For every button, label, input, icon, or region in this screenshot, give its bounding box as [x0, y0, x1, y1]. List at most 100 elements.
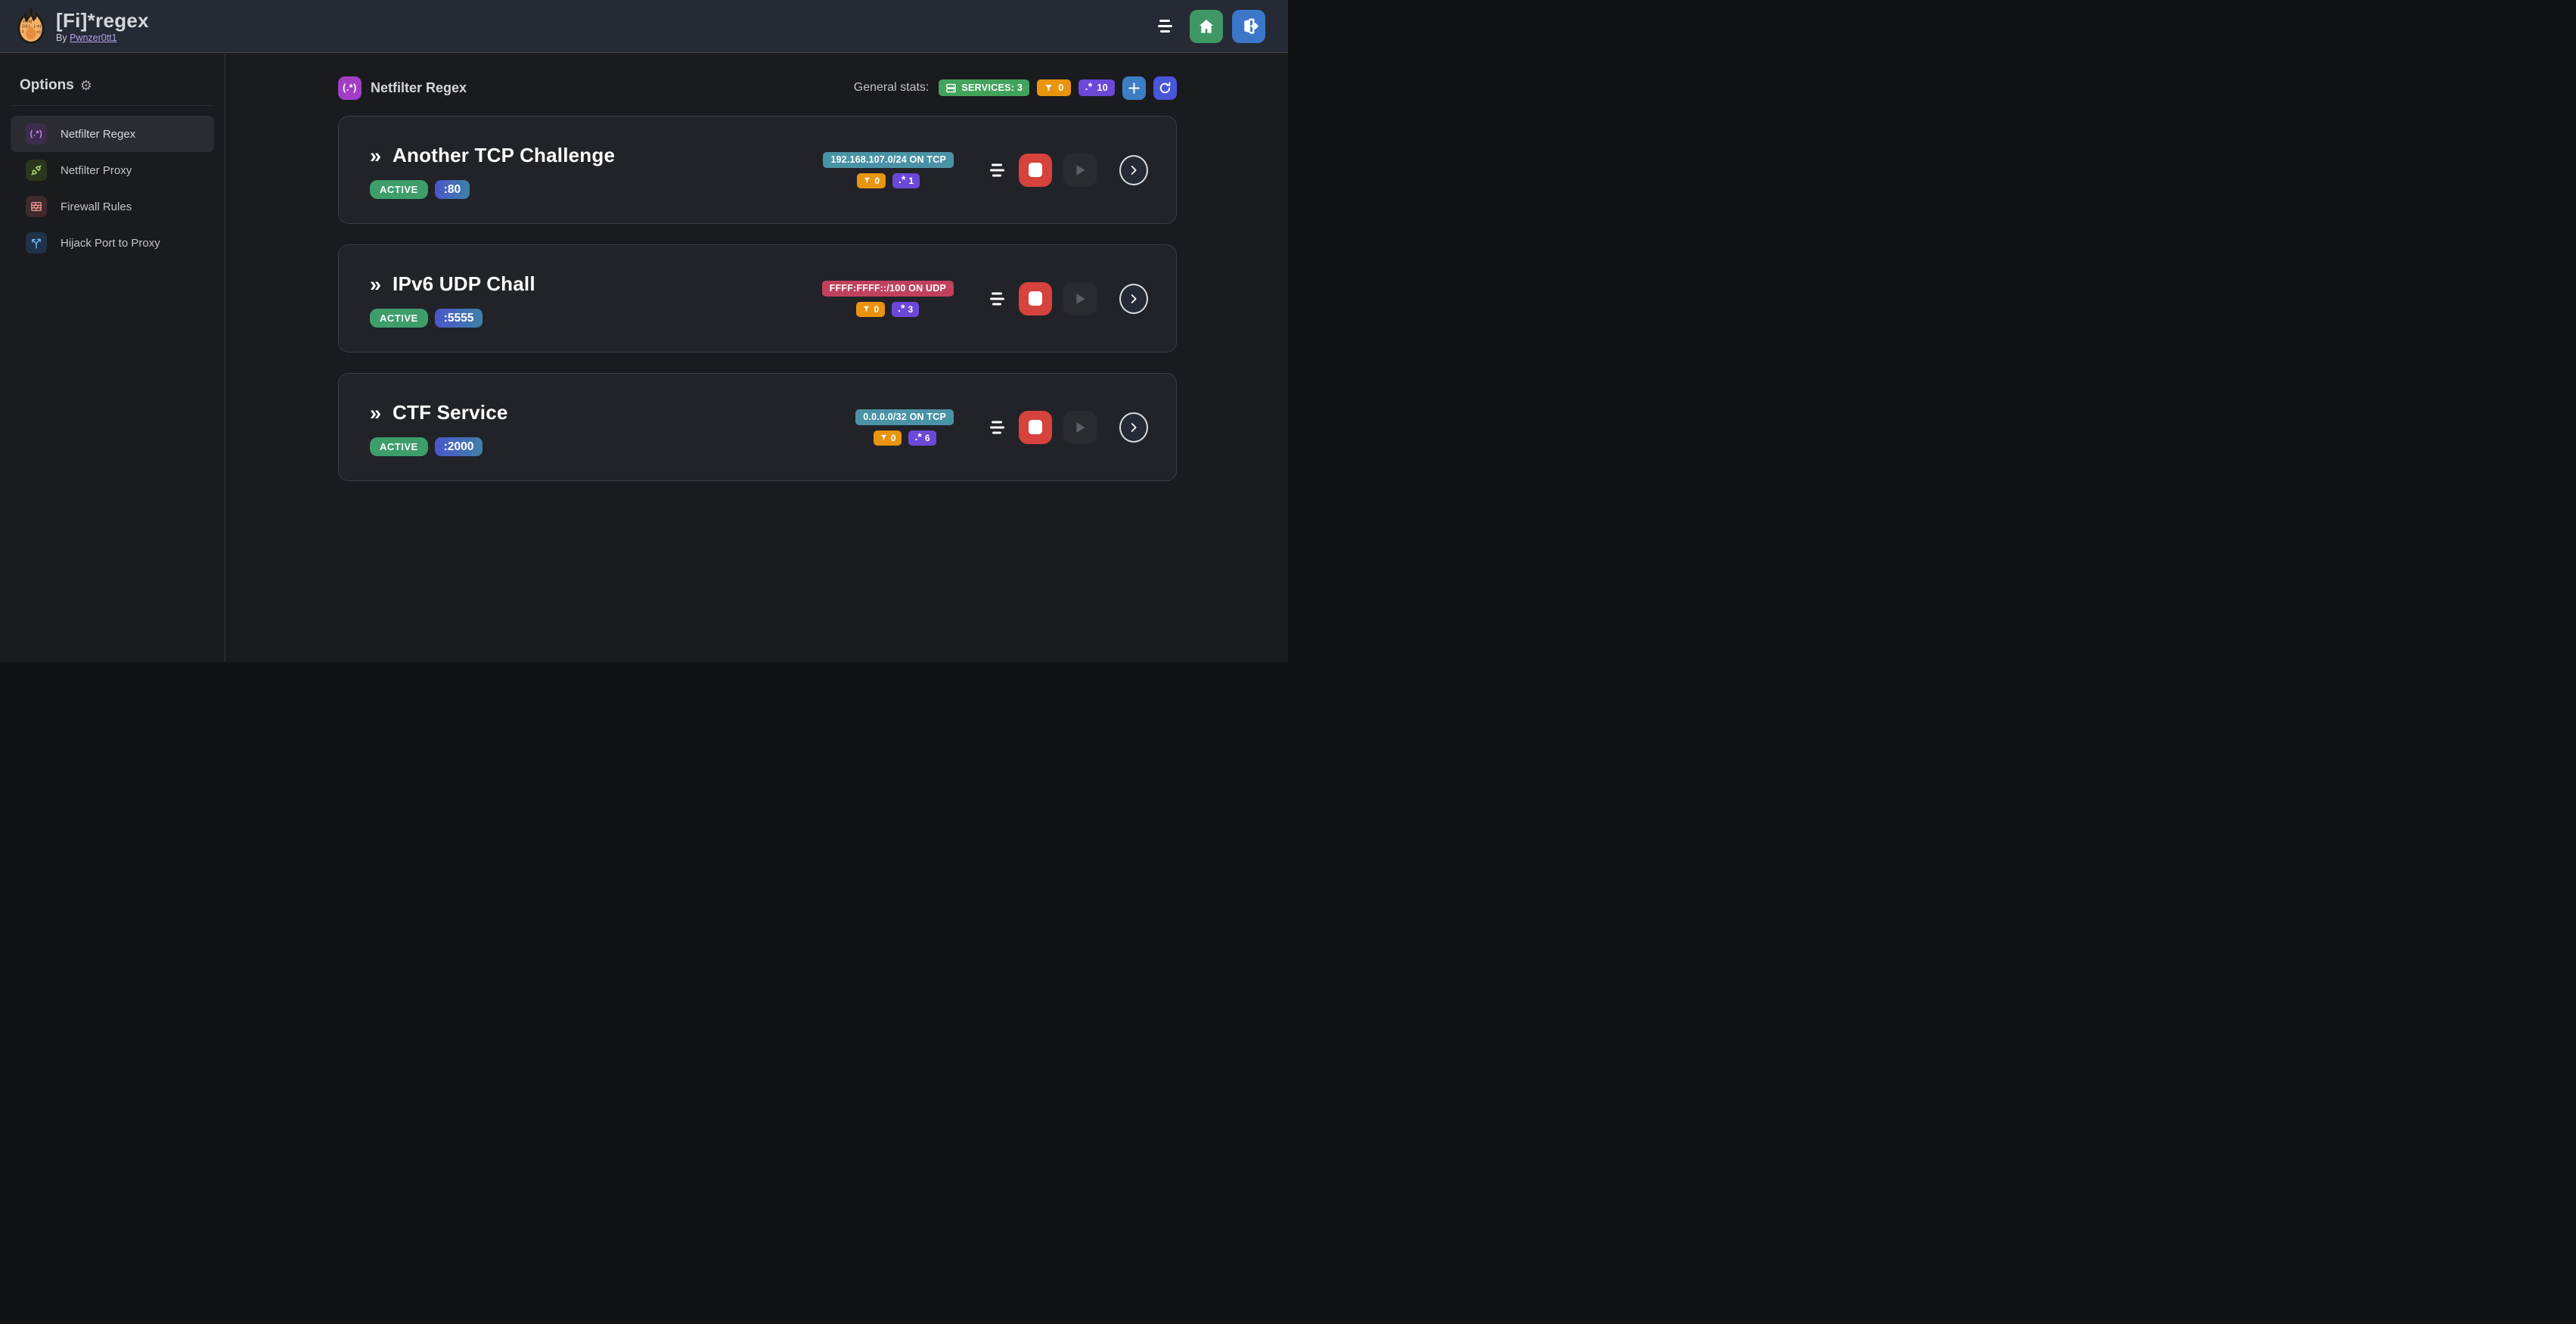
- sidebar-item-netfilter-proxy[interactable]: Netfilter Proxy: [11, 152, 214, 188]
- brick-wall-icon: [26, 196, 47, 217]
- regex-section-icon: (.*): [338, 76, 362, 100]
- stop-icon: [1029, 291, 1042, 306]
- general-stats-label: General stats:: [853, 81, 930, 94]
- regex-count-badge: .* 10: [1078, 79, 1115, 96]
- service-details-button[interactable]: [1119, 283, 1148, 314]
- sidebar-item-label: Hijack Port to Proxy: [61, 236, 160, 250]
- main-header: (.*) Netfilter Regex General stats: SERV…: [338, 76, 1177, 100]
- play-icon: [1076, 164, 1085, 176]
- sidebar-item-netfilter-regex[interactable]: (.*) Netfilter Regex: [11, 116, 214, 152]
- start-service-button-disabled[interactable]: [1063, 153, 1097, 187]
- options-sidebar: Options ⚙ (.*) Netfilter Regex Netfilter: [0, 54, 225, 662]
- stop-icon: [1029, 163, 1042, 177]
- service-badges: ACTIVE :2000: [370, 437, 483, 456]
- svg-text:{1}|: {1}|: [22, 25, 29, 29]
- service-name: IPv6 UDP Chall: [393, 272, 535, 295]
- svg-text:20)@[: 20)@[: [23, 20, 33, 23]
- general-stats: General stats: SERVICES: 3 0: [854, 76, 1177, 100]
- service-name: Another TCP Challenge: [393, 144, 616, 166]
- service-menu-icon[interactable]: [989, 159, 1004, 181]
- refresh-button[interactable]: [1153, 76, 1177, 100]
- filter-icon: [1045, 84, 1053, 92]
- chevron-right-icon: [1131, 165, 1137, 175]
- sidebar-item-firewall-rules[interactable]: Firewall Rules: [11, 188, 214, 225]
- split-arrows-icon: [26, 232, 47, 253]
- plus-icon: [1128, 82, 1140, 94]
- sidebar-item-hijack-port[interactable]: Hijack Port to Proxy: [11, 225, 214, 261]
- stop-service-button[interactable]: [1019, 281, 1052, 315]
- status-badge: ACTIVE: [370, 180, 428, 199]
- logout-icon: [1243, 18, 1259, 34]
- service-regex-badge: .* 6: [908, 430, 936, 446]
- sidebar-divider: [11, 105, 213, 106]
- app-header: -z0-9 20)@[ {1}| )-9] 1 z] [Fi]*regex By…: [0, 0, 1288, 53]
- regex-glyph-icon: .*: [898, 301, 905, 314]
- double-chevron-icon: »: [370, 144, 382, 167]
- status-badge: ACTIVE: [370, 437, 428, 456]
- start-service-button-disabled[interactable]: [1063, 281, 1097, 315]
- service-menu-icon[interactable]: [989, 416, 1004, 438]
- author-link[interactable]: Pwnzer0tt1: [70, 32, 117, 43]
- sidebar-nav: (.*) Netfilter Regex Netfilter Proxy: [0, 116, 225, 261]
- server-icon: [946, 83, 957, 92]
- chevron-right-icon: [1131, 422, 1137, 432]
- byline-prefix: By: [56, 32, 67, 43]
- target-badge: FFFF:FFFF::/100 ON UDP: [821, 280, 954, 297]
- plug-connected-icon: [26, 160, 47, 181]
- logout-button[interactable]: [1232, 9, 1265, 43]
- regex-glyph-icon: .*: [898, 172, 906, 185]
- app-title-block: [Fi]*regex By Pwnzer0tt1: [56, 10, 149, 43]
- gear-icon: ⚙: [79, 77, 92, 93]
- stop-service-button[interactable]: [1019, 410, 1052, 444]
- svg-text:)-9]: )-9]: [33, 25, 41, 29]
- service-card: » Another TCP Challenge ACTIVE :80 192.1…: [338, 116, 1177, 224]
- sidebar-item-label: Firewall Rules: [61, 200, 132, 213]
- service-title-row: » IPv6 UDP Chall: [370, 272, 535, 296]
- port-badge: :5555: [434, 309, 483, 328]
- service-filter-badge: 0: [857, 172, 886, 188]
- service-title-row: » CTF Service: [370, 401, 508, 424]
- service-regex-badge: .* 1: [892, 172, 920, 188]
- service-badges: ACTIVE :5555: [370, 309, 483, 328]
- port-badge: :80: [434, 180, 470, 199]
- flame-logo: -z0-9 20)@[ {1}| )-9] 1 z]: [17, 7, 45, 44]
- service-regex-badge: .* 3: [892, 301, 920, 317]
- service-stats-cluster: 0.0.0.0/32 ON TCP 0 .* 6: [855, 409, 954, 446]
- home-button[interactable]: [1190, 9, 1223, 43]
- svg-text:1: 1: [22, 30, 24, 33]
- stop-service-button[interactable]: [1019, 153, 1052, 187]
- svg-text:-z0-9: -z0-9: [26, 15, 36, 19]
- regex-icon: (.*): [26, 123, 47, 145]
- filters-count-badge: 0: [1037, 79, 1071, 96]
- status-badge: ACTIVE: [370, 309, 428, 328]
- menu-lines-icon[interactable]: [1152, 14, 1178, 39]
- regex-glyph-icon: .*: [1085, 80, 1093, 92]
- options-title: Options ⚙: [20, 77, 92, 93]
- service-list: » Another TCP Challenge ACTIVE :80 192.1…: [338, 116, 1177, 481]
- section-title: Netfilter Regex: [371, 79, 467, 95]
- chevron-right-icon: [1131, 294, 1137, 303]
- home-icon: [1199, 19, 1214, 33]
- service-details-button[interactable]: [1119, 154, 1148, 185]
- main-content: (.*) Netfilter Regex General stats: SERV…: [226, 54, 1288, 662]
- filter-icon: [880, 434, 886, 441]
- sidebar-item-label: Netfilter Proxy: [61, 163, 132, 177]
- regex-glyph-icon: .*: [914, 430, 922, 443]
- filter-icon: [864, 306, 870, 312]
- service-card: » CTF Service ACTIVE :2000 0.0.0.0/32 ON…: [338, 373, 1177, 481]
- service-details-button[interactable]: [1119, 412, 1148, 443]
- start-service-button-disabled[interactable]: [1063, 410, 1097, 444]
- port-badge: :2000: [434, 437, 483, 456]
- target-badge: 192.168.107.0/24 ON TCP: [823, 151, 954, 168]
- target-badge: 0.0.0.0/32 ON TCP: [855, 409, 954, 425]
- filter-icon: [864, 177, 871, 184]
- service-filter-badge: 0: [873, 430, 902, 446]
- svg-text:z]: z]: [37, 30, 41, 34]
- service-badges: ACTIVE :80: [370, 180, 470, 199]
- service-stats-cluster: 192.168.107.0/24 ON TCP 0 .* 1: [823, 151, 954, 188]
- add-service-button[interactable]: [1122, 76, 1146, 100]
- service-menu-icon[interactable]: [989, 287, 1004, 309]
- service-filter-badge: 0: [856, 301, 886, 317]
- service-card: » IPv6 UDP Chall ACTIVE :5555 FFFF:FFFF:…: [338, 244, 1177, 353]
- double-chevron-icon: »: [370, 272, 382, 296]
